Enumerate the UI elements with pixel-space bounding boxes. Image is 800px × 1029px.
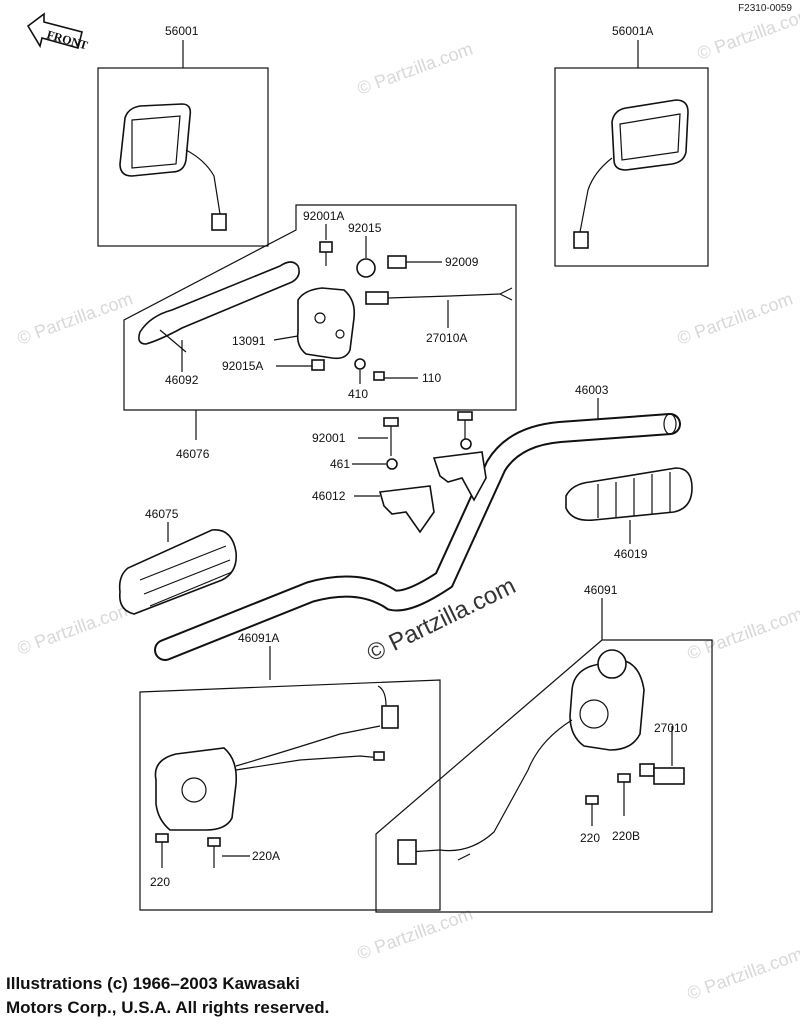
part-label-410: 410 <box>348 387 368 401</box>
starter-button-icon <box>597 649 627 679</box>
screw-icon <box>617 773 631 783</box>
part-label-46019: 46019 <box>614 547 648 561</box>
part-label-92009: 92009 <box>445 255 479 269</box>
part-label-92001A: 92001A <box>303 209 344 223</box>
part-label-46092: 46092 <box>165 373 199 387</box>
screw-icon <box>585 795 599 805</box>
part-label-46075: 46075 <box>145 507 179 521</box>
part-label-46091: 46091 <box>584 583 618 597</box>
lever-assembly-group: 46076 46092 13091 92001A 92015 92009 270… <box>123 204 517 461</box>
part-label-110: 110 <box>422 371 441 385</box>
grip-left-group: 46075 <box>118 507 238 615</box>
clamp-icon <box>378 485 435 534</box>
left-switch-group: 46091A 220 220A <box>139 631 441 911</box>
nut-icon <box>311 359 325 371</box>
handlebar-group: 46003 <box>154 383 681 661</box>
watermark: © Partzilla.com <box>675 288 796 348</box>
watermark: © Partzilla.com <box>15 288 136 348</box>
part-label-92001: 92001 <box>312 431 346 445</box>
lever-holder-icon <box>296 287 356 360</box>
mirror-right-group: 56001A <box>554 24 709 267</box>
watermark: © Partzilla.com <box>355 38 476 98</box>
left-switch-box <box>139 679 441 911</box>
switch-icon <box>639 763 655 777</box>
part-label-56001: 56001 <box>165 24 199 38</box>
part-label-220-right: 220 <box>580 831 600 845</box>
nut-icon <box>356 258 376 278</box>
bolt-icon <box>319 241 333 253</box>
copyright-footer: Illustrations (c) 1966–2003 Kawasaki Mot… <box>6 972 526 1020</box>
bolt-icon <box>383 417 399 427</box>
grip-right-group: 46019 <box>565 467 693 561</box>
part-label-13091: 13091 <box>232 334 266 348</box>
part-label-92015A: 92015A <box>222 359 263 373</box>
connector-icon <box>397 839 417 865</box>
copyright-line-1: Illustrations (c) 1966–2003 Kawasaki <box>6 974 300 993</box>
watermark: © Partzilla.com <box>685 603 800 663</box>
grip-right-icon <box>565 467 693 522</box>
part-label-46003: 46003 <box>575 383 609 397</box>
washer-icon <box>386 458 398 470</box>
part-label-220A: 220A <box>252 849 280 863</box>
front-arrow-icon: FRONT <box>26 12 89 52</box>
watermark: © Partzilla.com <box>695 3 800 63</box>
part-label-46012: 46012 <box>312 489 346 503</box>
bolt-icon <box>457 411 473 421</box>
watermark: © Partzilla.com <box>15 598 136 658</box>
part-label-46076: 46076 <box>176 447 210 461</box>
part-label-92015: 92015 <box>348 221 382 235</box>
switch-icon <box>365 291 389 305</box>
part-label-461: 461 <box>330 457 350 471</box>
screw-icon <box>155 833 169 843</box>
part-label-220: 220 <box>150 875 170 889</box>
brake-lever-icon <box>138 261 300 345</box>
clamp-icon <box>432 451 487 502</box>
mirror-right-box <box>554 67 709 267</box>
washer-icon <box>460 438 472 450</box>
grip-left-icon <box>118 529 238 615</box>
left-switch-housing-icon <box>154 747 238 831</box>
part-label-27010A: 27010A <box>426 331 467 345</box>
right-switch-group: 46091 27010 220 220B <box>375 583 713 913</box>
connector-icon <box>381 705 399 729</box>
part-label-27010: 27010 <box>654 721 688 735</box>
watermark: © Partzilla.com <box>685 943 800 1003</box>
part-label-46091A: 46091A <box>238 631 279 645</box>
washer-icon <box>354 358 366 370</box>
diagram-code: F2310-0059 <box>738 3 792 14</box>
part-label-220B: 220B <box>612 829 640 843</box>
mirror-left-group: 56001 <box>97 24 269 247</box>
screw-icon <box>207 837 221 847</box>
mirror-right-icon <box>611 99 689 171</box>
clamp-group: 92001 461 46012 <box>312 411 487 534</box>
screw-icon <box>387 255 407 269</box>
mirror-nut-icon <box>573 231 589 249</box>
right-switch-box <box>375 639 713 913</box>
lever-assembly-box <box>123 204 517 411</box>
mirror-nut-icon <box>211 213 227 231</box>
part-label-56001A: 56001A <box>612 24 653 38</box>
copyright-line-2: Motors Corp., U.S.A. All rights reserved… <box>6 998 330 1017</box>
mirror-left-icon <box>119 103 192 177</box>
bolt-icon <box>373 371 385 381</box>
